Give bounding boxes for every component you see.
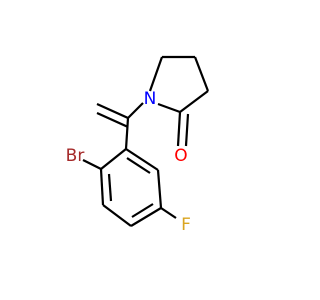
bond-ar4-ar5-inner bbox=[131, 203, 154, 218]
bond-ar4-ar5 bbox=[130, 207, 162, 227]
bond-layer bbox=[82, 55, 210, 227]
bond-vinyl-b bbox=[96, 111, 129, 129]
atom-label-f: F bbox=[181, 215, 191, 235]
bond-ar2-ar3-inner bbox=[107, 173, 113, 202]
bond-ar6-ar1 bbox=[125, 148, 159, 171]
bond-ar1-ar2 bbox=[100, 148, 127, 170]
bond-c2-n bbox=[157, 102, 181, 114]
molecule-structure: N O Br F bbox=[66, 55, 210, 235]
bond-ar5-ar6 bbox=[156, 169, 163, 209]
bond-ar5-f bbox=[160, 207, 177, 219]
atom-label-n: N bbox=[144, 89, 157, 109]
bond-ar2-br bbox=[82, 159, 102, 170]
bond-c3-c2 bbox=[179, 90, 209, 113]
bond-ar2-ar3 bbox=[99, 168, 105, 206]
bond-n-cvinyl bbox=[127, 102, 144, 119]
bond-ar6-ar1-inner bbox=[126, 157, 151, 174]
bond-cvinyl-ipso bbox=[124, 117, 130, 150]
bond-ar3-ar4 bbox=[102, 204, 132, 227]
atom-label-layer: N O Br F bbox=[66, 89, 191, 235]
bond-n-c5 bbox=[148, 56, 164, 92]
atom-label-o: O bbox=[174, 146, 187, 166]
bond-vinyl-a bbox=[96, 102, 129, 120]
bond-c4-c3 bbox=[193, 56, 210, 92]
bond-c2-o-b bbox=[184, 113, 190, 147]
bond-c2-o-a bbox=[176, 111, 182, 147]
atom-label-br: Br bbox=[66, 146, 85, 166]
